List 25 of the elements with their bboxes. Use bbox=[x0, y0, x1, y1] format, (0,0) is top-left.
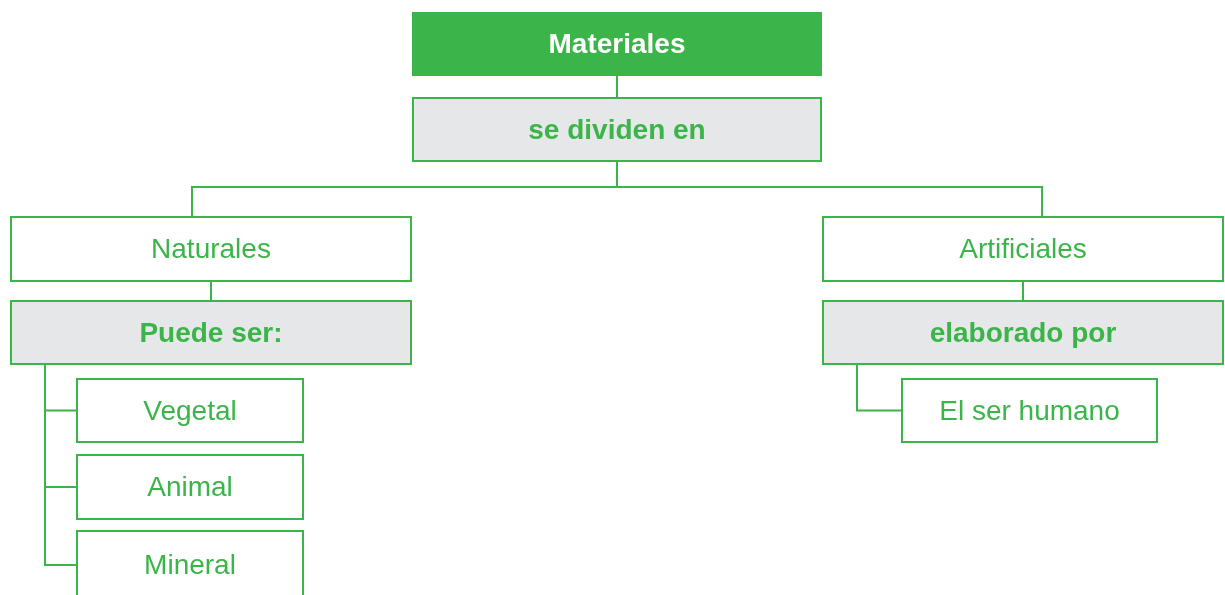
connector-line bbox=[856, 364, 902, 412]
title-box bbox=[412, 12, 822, 76]
node-text: Puede ser: bbox=[139, 316, 283, 349]
linking-phrase-box bbox=[10, 300, 412, 365]
concept-box bbox=[901, 378, 1158, 443]
linking-phrase-box bbox=[822, 300, 1224, 365]
connector-line bbox=[210, 281, 212, 301]
node-text: se dividen en bbox=[528, 113, 706, 146]
connector-line bbox=[44, 364, 77, 566]
node-text: Animal bbox=[147, 471, 233, 503]
node-text: Naturales bbox=[151, 233, 271, 265]
node-text: El ser humano bbox=[939, 394, 1120, 427]
connector-line bbox=[616, 75, 618, 98]
concept-box bbox=[76, 454, 304, 520]
connector-line bbox=[1022, 281, 1024, 301]
node-text: Materiales bbox=[548, 28, 686, 60]
concept-box bbox=[822, 216, 1224, 282]
node-text: Mineral bbox=[144, 549, 236, 581]
concept-box bbox=[76, 378, 304, 443]
concept-box bbox=[76, 530, 304, 595]
node-text: Vegetal bbox=[143, 394, 237, 427]
linking-phrase-box bbox=[412, 97, 822, 162]
node-text: Artificiales bbox=[959, 233, 1087, 265]
concept-box bbox=[10, 216, 412, 282]
node-text: elaborado por bbox=[929, 316, 1117, 349]
